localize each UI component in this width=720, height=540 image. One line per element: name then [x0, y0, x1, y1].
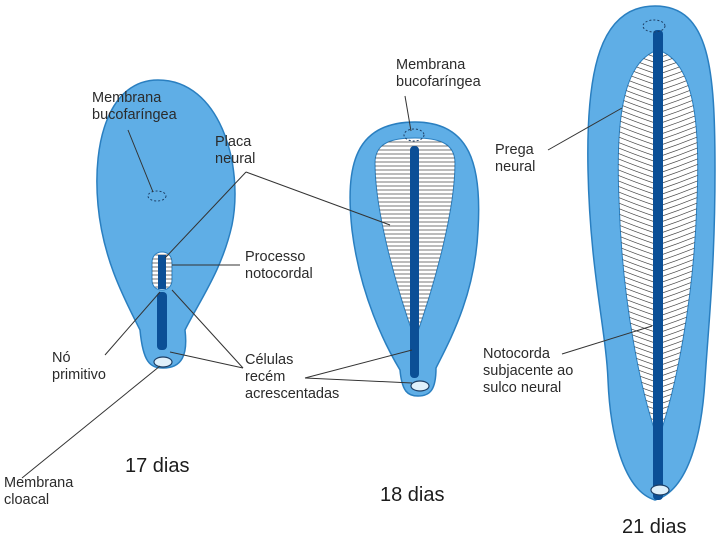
bucopharyngeal-membrane-21 — [642, 19, 666, 33]
notochord-process-17 — [158, 255, 166, 289]
leader-celulas-17b — [169, 351, 244, 369]
leader-celulas-17a — [171, 289, 244, 369]
bucopharyngeal-membrane-17 — [147, 190, 167, 202]
embryo-18-days — [349, 121, 480, 397]
leader-placa-neural-18 — [245, 171, 391, 226]
leader-prega-neural — [547, 107, 623, 151]
label-notocorda-subjacente: Notocorda subjacente ao sulco neural — [483, 346, 574, 396]
leader-notocorda-subjacente — [561, 325, 653, 355]
embryonic-disc-17 — [96, 79, 236, 369]
label-no-primitivo: Nó primitivo — [52, 350, 106, 383]
leader-membrana-cloacal — [21, 365, 161, 479]
notochord-17 — [157, 292, 167, 350]
leader-celulas-18b — [304, 377, 413, 384]
leader-lines — [21, 95, 653, 479]
cloacal-membrane-21 — [650, 484, 670, 496]
leader-membrana-bucofaringea-2 — [404, 95, 412, 132]
leader-no-primitivo — [104, 291, 161, 356]
notochord-18 — [410, 146, 419, 378]
cloacal-membrane-18 — [410, 380, 430, 392]
embryo-21-days — [587, 5, 716, 501]
embryo-17-days — [96, 79, 236, 369]
stage-label-18-dias: 18 dias — [380, 484, 445, 506]
label-membrana-cloacal: Membrana cloacal — [4, 475, 74, 508]
stage-label-17-dias: 17 dias — [125, 455, 190, 477]
label-prega-neural: Prega neural — [495, 142, 536, 175]
leader-placa-neural-17 — [164, 171, 247, 259]
label-placa-neural: Placa neural — [215, 134, 256, 167]
label-processo-notocordal: Processo notocordal — [245, 249, 313, 282]
bucopharyngeal-membrane-18 — [403, 128, 425, 142]
label-celulas-recem-acrescentadas: Células recém acrescentadas — [245, 352, 340, 402]
leader-celulas-18a — [304, 349, 413, 379]
stage-label-21-dias: 21 dias — [622, 516, 687, 538]
label-membrana-bucofaringea-18: Membrana bucofaríngea — [396, 57, 481, 90]
label-membrana-bucofaringea-17: Membrana bucofaríngea — [92, 90, 177, 123]
cloacal-membrane-17 — [153, 356, 173, 368]
notochord-21 — [653, 30, 663, 500]
leader-membrana-bucofaringea-1 — [127, 129, 154, 193]
